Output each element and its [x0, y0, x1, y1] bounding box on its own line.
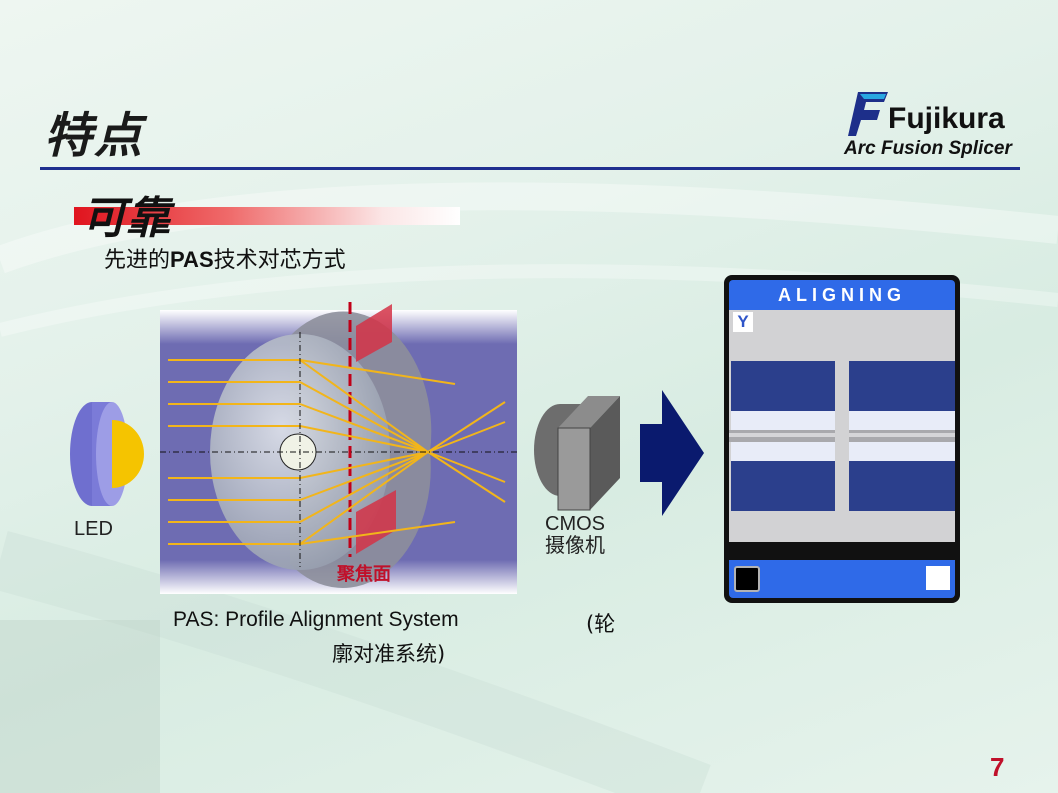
subheading: 可靠: [82, 193, 170, 244]
fujikura-f-icon: [848, 92, 888, 136]
caption-line1: PAS: Profile Alignment System: [173, 608, 459, 631]
description-prefix: 先进的: [104, 248, 171, 273]
description-suffix: 技术对芯方式: [213, 248, 346, 273]
led-label: LED: [74, 518, 113, 540]
page-number: 7: [990, 752, 1005, 782]
monitor-status-header: ALIGNING: [729, 280, 955, 310]
fiber-view: [729, 361, 955, 511]
description-bold: PAS: [170, 247, 214, 272]
monitor-screen: Y: [729, 310, 955, 542]
caption-line2: 廓对准系统): [332, 642, 446, 666]
arrow-right-icon: [640, 390, 704, 516]
title-rule: [40, 167, 1020, 170]
cmos-camera-icon: [534, 396, 620, 511]
fujikura-logo: Fujikura Arc Fusion Splicer: [844, 86, 1036, 164]
led-icon: [70, 402, 144, 506]
subheading-highlight-bar: [74, 207, 460, 225]
description: 先进的PAS技术对芯方式: [104, 242, 346, 274]
focal-plane-label: 聚焦面: [337, 564, 391, 585]
monitor-right-button[interactable]: [926, 566, 950, 590]
cmos-camera-label: CMOS 摄像机: [545, 513, 605, 557]
logo-brand: Fujikura: [888, 102, 1005, 135]
pas-optics-diagram: [160, 302, 520, 594]
splicer-monitor: ALIGNING Y: [724, 275, 960, 603]
cmos-label-line1: CMOS: [545, 513, 605, 535]
slide-title: 特点: [44, 108, 145, 164]
monitor-axis-label: Y: [733, 312, 753, 332]
cmos-label-line2: 摄像机: [545, 535, 605, 557]
caption-line1-tail: (轮: [586, 612, 616, 636]
monitor-footer: [729, 560, 955, 598]
monitor-left-button[interactable]: [734, 566, 760, 592]
logo-tagline: Arc Fusion Splicer: [844, 138, 1012, 159]
